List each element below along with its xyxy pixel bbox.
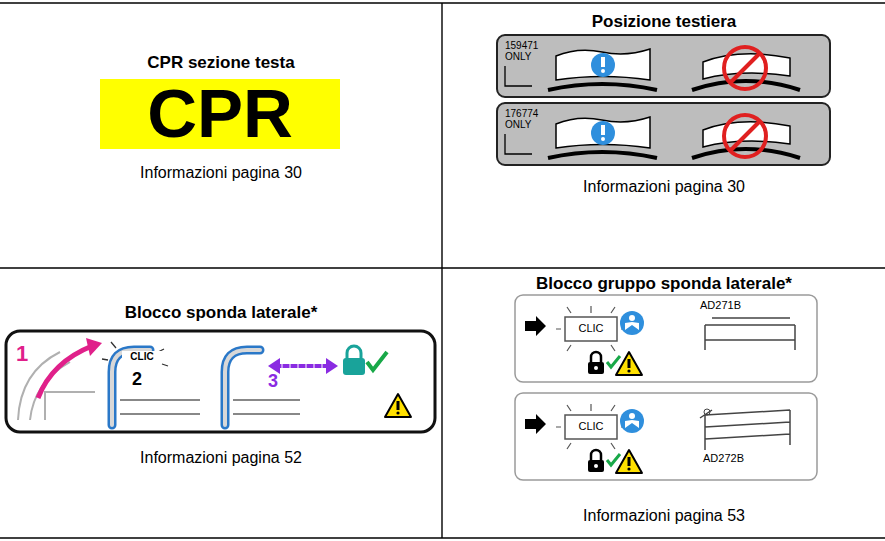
headboard-label: 176774 ONLY xyxy=(497,103,830,165)
illustration-path xyxy=(86,338,102,356)
cell-heading: CPR sezione testa xyxy=(0,53,442,73)
label-text: CLIC xyxy=(565,420,617,433)
illustration-line xyxy=(441,3,442,538)
label-text: CLIC xyxy=(122,351,162,363)
illustration-rect xyxy=(6,331,435,432)
illustration-rect xyxy=(343,358,365,375)
illustration-path xyxy=(705,318,795,350)
table-cell: Blocco sponda laterale* Informazioni pagi… xyxy=(0,269,442,537)
label-text: AD271B xyxy=(700,299,760,312)
label-text: CPR xyxy=(100,79,340,148)
illustration-use xyxy=(505,47,800,90)
rail-group-label: CLIC AD271B xyxy=(515,295,817,382)
label-text: 3 xyxy=(268,371,284,392)
illustration-circle xyxy=(704,409,710,415)
illustration-use xyxy=(385,394,411,417)
illustration-use xyxy=(515,393,817,480)
label-text: 2 xyxy=(132,369,148,390)
table-lines xyxy=(0,3,885,538)
illustration-path xyxy=(233,400,300,414)
label-text: Informazioni pagina 30 xyxy=(443,178,885,196)
cell-heading: Blocco gruppo sponda laterale* xyxy=(443,274,885,294)
label-text: CLIC xyxy=(565,322,617,335)
label-text: AD272B xyxy=(703,452,763,465)
table-cell: CPR sezione testaInformazioni pagina 30 C… xyxy=(0,4,442,267)
illustration-use xyxy=(515,295,817,382)
illustration-path xyxy=(347,346,361,359)
cell-heading: Blocco sponda laterale* xyxy=(0,303,442,323)
cpr-badge: CPR xyxy=(100,79,340,149)
illustration-path xyxy=(282,361,322,371)
illustration-use xyxy=(505,115,800,158)
illustration-path xyxy=(102,342,168,366)
illustration-path xyxy=(700,410,790,450)
illustration-path xyxy=(120,400,200,414)
illustration-path xyxy=(18,352,95,420)
label-text: 159471 ONLY xyxy=(505,41,549,62)
cell-heading: Posizione testiera xyxy=(443,12,885,32)
rail-latch-label xyxy=(6,331,435,432)
table-cell: Posizione testieraInformazioni pagina 30… xyxy=(443,4,885,267)
table-cell: Blocco gruppo sponda laterale* Informazio… xyxy=(443,269,885,537)
illustration-rect xyxy=(497,103,830,165)
label-text: 1 xyxy=(16,341,32,366)
headboard-label: 159471 ONLY xyxy=(497,35,830,97)
illustration-path xyxy=(38,346,92,398)
label-text: Informazioni pagina 30 xyxy=(0,164,442,182)
label-text: Informazioni pagina 53 xyxy=(443,507,885,525)
illustration-path xyxy=(268,358,338,374)
illustration-rect xyxy=(497,35,830,97)
rail-latch-label: 1 CLIC 2 3 xyxy=(6,331,435,432)
label-text: Informazioni pagina 52 xyxy=(0,449,442,467)
rail-group-label: CLIC AD272B xyxy=(515,393,817,484)
illustration-path xyxy=(367,352,387,370)
label-text: 176774 ONLY xyxy=(505,109,549,130)
